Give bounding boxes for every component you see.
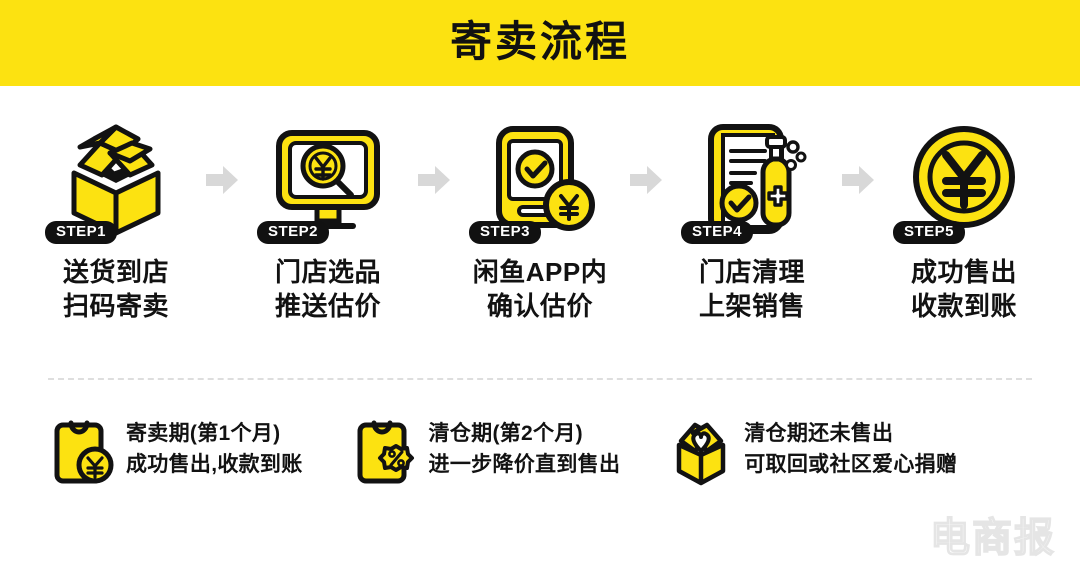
- yen-coin-icon: [913, 126, 1015, 228]
- step-4-badge: STEP4: [681, 220, 754, 244]
- step-1-label-line2: 扫码寄卖: [62, 290, 169, 321]
- note-2-icon-wrap: [355, 412, 417, 488]
- arrow-2: [412, 120, 456, 240]
- note-1-icon-wrap: [52, 412, 114, 488]
- step-4-icon-wrap: STEP4: [677, 120, 827, 244]
- step-item-2: STEP2 门店选品 推送估价: [244, 120, 412, 324]
- right-arrow-icon: [206, 166, 238, 194]
- note-2-line2: 进一步降价直到售出: [428, 453, 621, 476]
- step-1-icon-wrap: STEP1: [41, 120, 191, 244]
- step-2-label-line2: 推送估价: [274, 290, 381, 321]
- step-4-label: 门店清理 上架销售: [699, 256, 805, 324]
- note-item-2: 清仓期(第2个月) 进一步降价直到售出: [355, 412, 621, 488]
- donation-box-heart-icon: [677, 422, 726, 486]
- step-item-4: STEP4 门店清理 上架销售: [668, 120, 836, 324]
- step-5-icon-wrap: STEP5: [889, 120, 1039, 244]
- note-3-line2: 可取回或社区爱心捐赠: [744, 453, 958, 476]
- watermark: 电商报: [929, 516, 1056, 560]
- note-3-text: 清仓期还未售出 可取回或社区爱心捐赠: [744, 419, 957, 480]
- note-item-3: 清仓期还未售出 可取回或社区爱心捐赠: [670, 412, 957, 488]
- step-5-label-line2: 收款到账: [910, 290, 1017, 321]
- step-2-icon-wrap: STEP2: [253, 120, 403, 244]
- step-item-1: STEP1 送货到店 扫码寄卖: [32, 120, 200, 324]
- monitor-search-yen-icon: [276, 130, 380, 229]
- step-5-badge: STEP5: [893, 220, 966, 244]
- right-arrow-icon: [418, 166, 450, 194]
- section-divider: [48, 378, 1032, 380]
- right-arrow-icon: [630, 166, 662, 194]
- note-1-line2: 成功售出,收款到账: [126, 453, 303, 476]
- step-3-icon-wrap: STEP3: [465, 120, 615, 244]
- step-1-badge: STEP1: [45, 220, 118, 244]
- step-4-label-line2: 上架销售: [698, 290, 805, 321]
- arrow-3: [624, 120, 668, 240]
- phone-check-yen-coin-icon: [496, 126, 595, 231]
- step-2-label: 门店选品 推送估价: [275, 256, 381, 324]
- note-1-text: 寄卖期(第1个月) 成功售出,收款到账: [126, 419, 303, 480]
- arrow-4: [836, 120, 880, 240]
- right-arrow-icon: [842, 166, 874, 194]
- step-5-label-line1: 成功售出: [910, 257, 1017, 287]
- step-4-label-line1: 门店清理: [698, 257, 805, 287]
- note-2-line1: 清仓期(第2个月): [428, 422, 583, 446]
- notes-row: 寄卖期(第1个月) 成功售出,收款到账 清仓期(第2个月) 进一步降价直到售出: [0, 412, 1080, 522]
- step-3-badge: STEP3: [469, 220, 542, 244]
- page-title: 寄卖流程: [449, 18, 630, 65]
- arrow-1: [200, 120, 244, 240]
- step-2-label-line1: 门店选品: [274, 257, 381, 287]
- note-item-1: 寄卖期(第1个月) 成功售出,收款到账: [52, 412, 303, 488]
- step-item-3: STEP3 闲鱼APP内 确认估价: [456, 120, 624, 324]
- shopping-bag-yen-icon: [54, 420, 114, 484]
- step-item-5: STEP5 成功售出 收款到账: [880, 120, 1048, 324]
- step-1-label: 送货到店 扫码寄卖: [63, 256, 169, 324]
- step-1-label-line1: 送货到店: [62, 257, 169, 287]
- step-3-label-line2: 确认估价: [486, 290, 593, 321]
- note-1-line1: 寄卖期(第1个月): [126, 422, 281, 446]
- step-3-label-line1: 闲鱼APP内: [472, 257, 608, 287]
- header-banner: 寄卖流程: [0, 0, 1080, 86]
- step-5-label: 成功售出 收款到账: [911, 256, 1017, 324]
- step-2-badge: STEP2: [257, 220, 330, 244]
- open-box-icon: [71, 124, 161, 236]
- shopping-bag-discount-icon: [357, 420, 414, 484]
- step-3-label: 闲鱼APP内 确认估价: [473, 256, 607, 324]
- note-3-line1: 清仓期还未售出: [744, 422, 894, 446]
- note-2-text: 清仓期(第2个月) 进一步降价直到售出: [429, 419, 621, 480]
- note-3-icon-wrap: [670, 412, 732, 488]
- steps-row: STEP1 送货到店 扫码寄卖: [0, 120, 1080, 360]
